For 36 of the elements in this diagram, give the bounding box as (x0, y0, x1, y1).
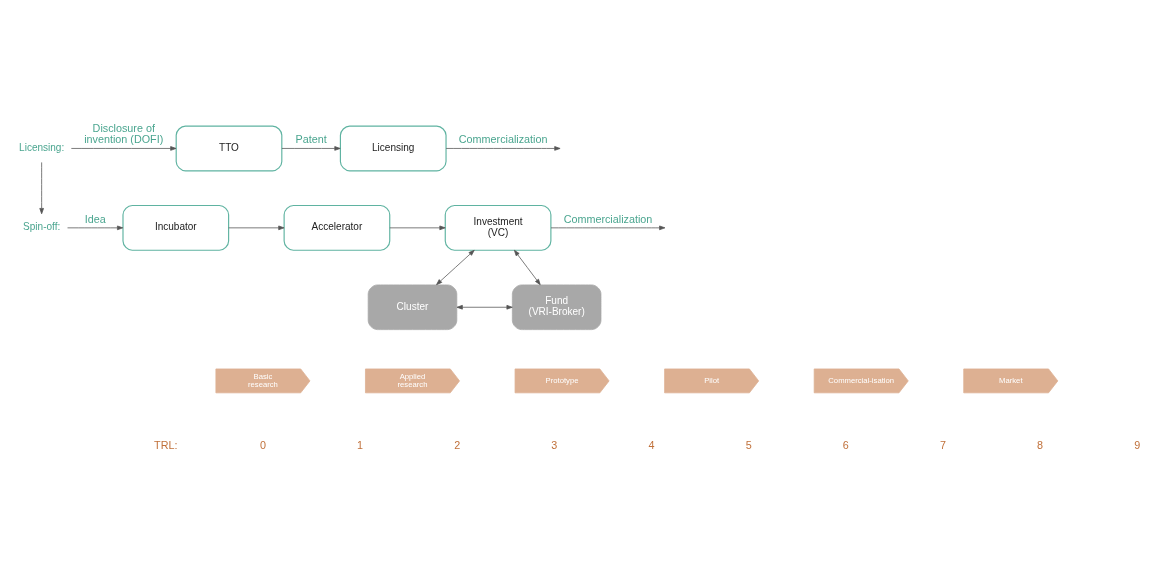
label: 4 (648, 438, 655, 451)
arrow (70, 145, 177, 151)
node-box: Cluster (367, 284, 458, 330)
label: 3 (551, 438, 558, 451)
edge-label: Disclosure of invention (DOFI) (84, 121, 164, 145)
arrow (228, 225, 285, 230)
arrow (281, 145, 341, 151)
arrow (445, 145, 561, 151)
label: 9 (1134, 438, 1141, 451)
edge-label: Commercialization (458, 132, 548, 145)
edge-label: Commercialization (563, 212, 653, 225)
label: 6 (842, 438, 849, 451)
node-box: Fund (VRI-Broker) (511, 284, 602, 330)
node-text: Licensing: (19, 141, 65, 153)
node-box: Licensing (339, 125, 447, 171)
edge-label: Idea (84, 212, 106, 225)
node-text: Spin-off: (23, 220, 61, 232)
node-box: Incubator (122, 204, 230, 251)
arrow (550, 225, 666, 230)
label: 7 (939, 438, 946, 451)
label: 8 (1037, 438, 1044, 451)
arrow (67, 225, 124, 230)
arrow (514, 249, 541, 285)
label: 1 (357, 438, 364, 451)
label: 0 (259, 438, 266, 451)
node-box: Investment (VC) (444, 204, 552, 251)
node-box: Accelerator (283, 204, 391, 251)
arrow (389, 225, 446, 230)
label: 5 (745, 438, 752, 451)
arrow (436, 249, 475, 285)
label: TRL: (154, 438, 178, 451)
node-box: TTO (175, 125, 283, 171)
edge-label: Patent (295, 132, 327, 145)
label: 2 (454, 438, 461, 451)
arrow (456, 304, 513, 310)
arrow (39, 161, 44, 214)
